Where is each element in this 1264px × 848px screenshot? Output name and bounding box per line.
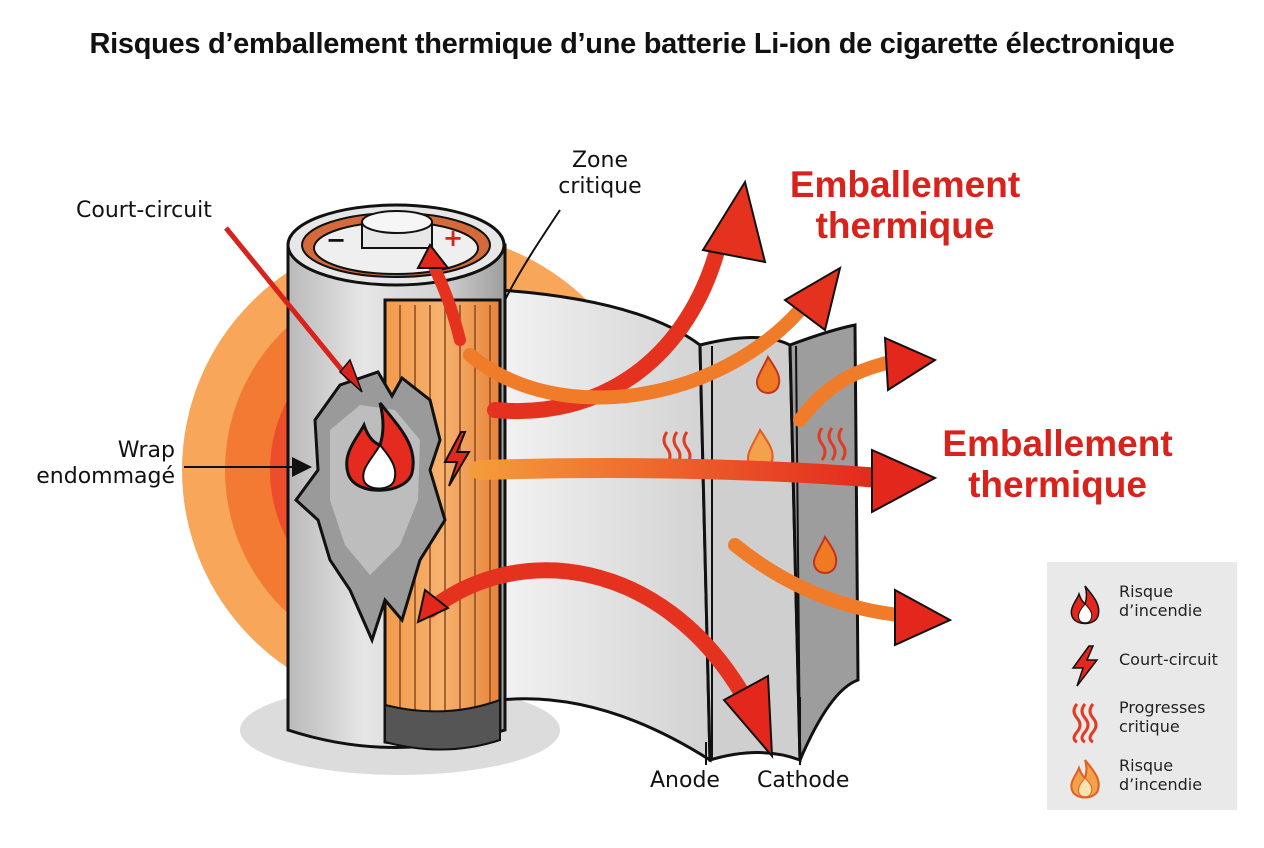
plus-terminal-label: + <box>443 224 464 252</box>
zone-critique-line-2: critique <box>558 174 642 200</box>
zone-critique-line-1: Zone <box>571 148 628 173</box>
minus-terminal-label: − <box>326 226 347 254</box>
anode-label: Anode <box>650 768 720 793</box>
legend-item-0-line1: Risque <box>1119 582 1174 601</box>
legend-item-court-circuit: Court-circuit <box>1047 638 1237 688</box>
wrap-endommage-label: Wrap endommagé <box>20 438 175 491</box>
legend-item-0-line2: d’incendie <box>1119 601 1203 621</box>
interior-lightning-icon <box>443 431 471 487</box>
heat-arrows <box>416 179 953 759</box>
sheet-flame-icon <box>756 354 781 394</box>
cathode-label: Cathode <box>757 768 850 793</box>
callout-top-line-1: Emballement <box>789 164 1021 205</box>
page-title: Risques d’emballement thermique d’une ba… <box>89 28 1175 60</box>
callout-middle-line-2: thermique <box>968 464 1147 506</box>
zone-critique-label: Zone critique <box>550 148 650 201</box>
sheet-flame-icon-3 <box>813 534 838 574</box>
callout-top: Emballement thermique <box>765 164 1045 247</box>
legend-item-2-line1: Progresses <box>1119 698 1206 717</box>
legend-item-progresses-critique: Progresses critique <box>1047 694 1237 744</box>
court-circuit-label: Court-circuit <box>76 198 212 223</box>
callout-middle: Emballement thermique <box>920 423 1195 506</box>
electrode-sheets <box>498 288 860 765</box>
flame-icon <box>1070 585 1100 625</box>
wrap-line-2: endommagé <box>36 464 175 490</box>
lightning-icon <box>1071 645 1099 687</box>
legend-item-risque-incendie: Risque d’incendie <box>1047 578 1237 628</box>
orange-flame-icon <box>1070 759 1100 799</box>
legend-item-risque-incendie-orange: Risque d’incendie <box>1047 752 1237 802</box>
wrap-line-1: Wrap <box>117 438 175 463</box>
wrap-flame-icon <box>345 402 415 492</box>
legend-item-3-line2: d’incendie <box>1119 775 1203 795</box>
callout-middle-line-1: Emballement <box>942 423 1173 464</box>
pointer-lines <box>184 209 561 477</box>
legend-item-1-line1: Court-circuit <box>1119 650 1218 669</box>
legend: Risque d’incendie Court-circuit Progress… <box>1047 562 1237 810</box>
callout-top-line-2: thermique <box>815 205 995 247</box>
legend-item-2-line2: critique <box>1119 717 1180 737</box>
heat-waves-icon <box>1072 703 1098 744</box>
legend-item-3-line1: Risque <box>1119 756 1174 775</box>
